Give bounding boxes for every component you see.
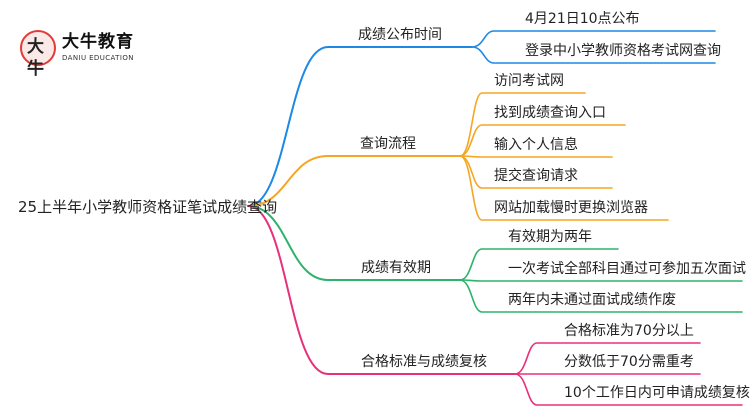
leaf-validity-two-years: 有效期为两年 — [508, 229, 592, 245]
branch-connector — [247, 155, 461, 207]
branch-score-validity: 成绩有效期 — [361, 260, 431, 276]
leaf-review-request: 10个工作日内可申请成绩复核 — [564, 385, 750, 401]
leaf-score-void: 两年内未通过面试成绩作废 — [508, 292, 676, 308]
leaf-connector — [459, 155, 613, 158]
leaf-visit-site: 访问考试网 — [494, 73, 564, 89]
leaf-pass-standard: 合格标准为70分以上 — [564, 323, 694, 339]
leaf-connector — [459, 92, 586, 157]
logo-mark: 大牛 — [20, 30, 56, 79]
logo-subtitle: DANIU EDUCATION — [62, 54, 134, 62]
branch-query-process: 查询流程 — [360, 136, 416, 152]
leaf-query-site: 登录中小学教师资格考试网查询 — [525, 43, 721, 59]
leaf-connector — [471, 46, 716, 64]
leaf-connector — [514, 373, 743, 406]
leaf-find-entry: 找到成绩查询入口 — [494, 105, 606, 121]
brand-logo: 大牛 大牛教育 DANIU EDUCATION — [20, 28, 160, 79]
leaf-connector — [459, 248, 619, 281]
branch-connector — [247, 205, 461, 281]
leaf-change-browser: 网站加载慢时更换浏览器 — [494, 200, 648, 216]
leaf-enter-info: 输入个人信息 — [494, 137, 578, 153]
root-topic: 25上半年小学教师资格证笔试成绩查询 — [18, 198, 278, 216]
leaf-submit-request: 提交查询请求 — [494, 168, 578, 184]
leaf-release-date: 4月21日10点公布 — [525, 11, 640, 27]
branch-connector — [247, 46, 473, 207]
leaf-retake: 分数低于70分需重考 — [564, 354, 694, 370]
leaf-connector — [514, 342, 701, 375]
branch-standard-review: 合格标准与成绩复核 — [361, 354, 487, 370]
leaf-connector — [459, 279, 743, 313]
leaf-connector — [471, 30, 716, 48]
logo-name: 大牛教育 — [62, 32, 134, 52]
leaf-connector — [459, 279, 743, 282]
logo-mark-text: 大牛 — [27, 37, 44, 79]
branch-score-release-time: 成绩公布时间 — [358, 27, 442, 43]
branch-connector — [247, 205, 516, 375]
leaf-connector — [459, 155, 669, 221]
leaf-five-interviews: 一次考试全部科目通过可参加五次面试 — [508, 261, 746, 277]
leaf-connector — [459, 124, 626, 157]
